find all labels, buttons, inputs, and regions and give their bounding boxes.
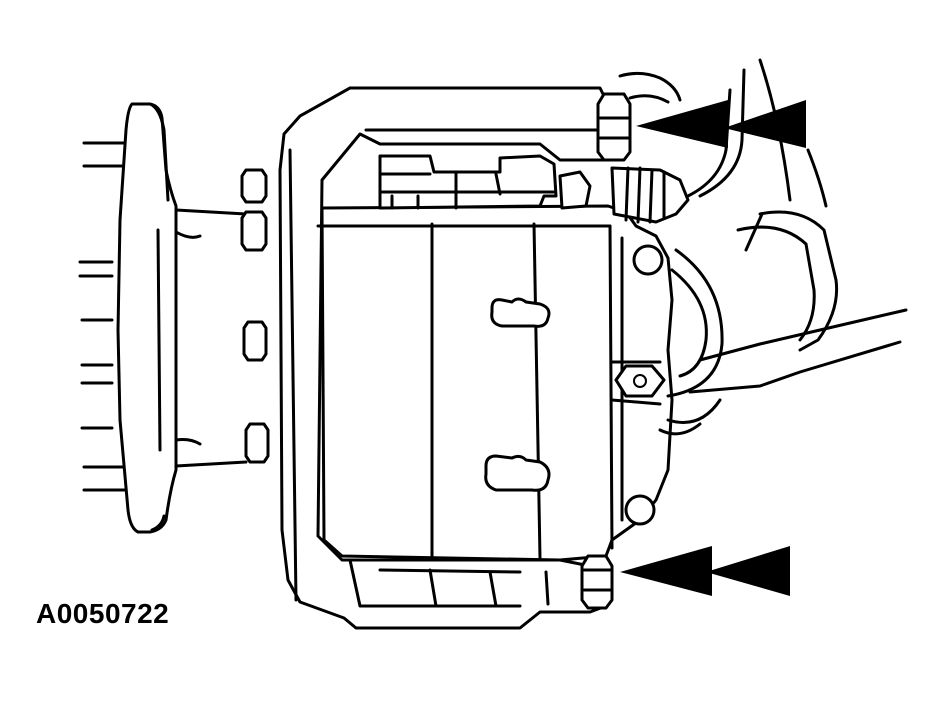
figure-id-label: A0050722	[36, 598, 170, 629]
brake-rotor	[116, 102, 248, 534]
lower-caliper-bracket-bolt	[580, 554, 614, 610]
brake-hose-fitting	[610, 68, 746, 398]
upper-bracket-bolt-arrow	[636, 100, 806, 148]
brake-pad-tabs	[378, 154, 592, 210]
caliper-body	[316, 204, 674, 562]
axle-shaft-lines	[78, 141, 132, 492]
hub-bolts	[240, 168, 270, 464]
lower-bracket-bolt-arrow	[620, 546, 790, 596]
caliper-slots	[484, 297, 551, 492]
steering-knuckle	[618, 58, 908, 436]
guide-pin-caps	[614, 244, 666, 526]
upper-caliper-bracket-bolt	[596, 92, 632, 162]
